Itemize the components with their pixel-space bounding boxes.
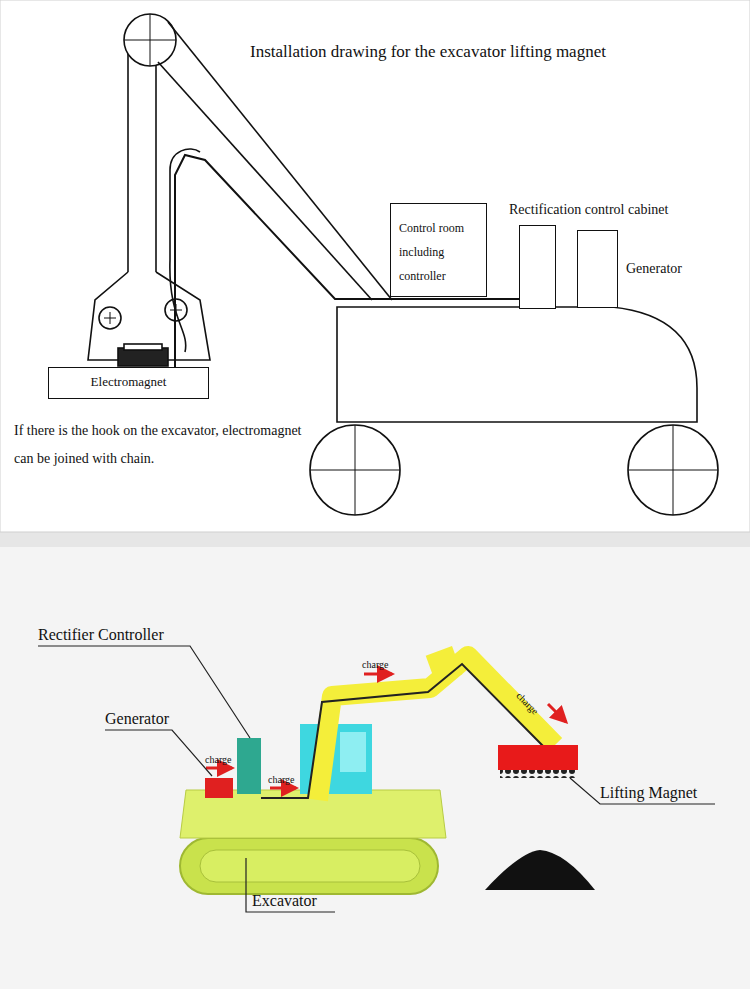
bottom-panel bbox=[0, 547, 750, 989]
node-label: Control room including controller bbox=[391, 204, 486, 294]
part-label: Rectifier Controller bbox=[38, 626, 164, 644]
top-panel bbox=[0, 0, 750, 532]
excavator-illustration bbox=[180, 646, 595, 894]
note: If there is the hook on the excavator, e… bbox=[14, 417, 304, 473]
electromagnet-box: Electromagnet bbox=[48, 367, 209, 399]
leader-lines bbox=[38, 646, 715, 912]
diagram-title: Installation drawing for the excavator l… bbox=[250, 42, 606, 62]
crane-drawing bbox=[88, 14, 718, 515]
node-label: Rectification control cabinet bbox=[509, 202, 668, 218]
cable-connector bbox=[175, 155, 519, 367]
flow-label: charge bbox=[205, 754, 231, 765]
node-label: Electromagnet bbox=[49, 368, 208, 396]
part-label: Lifting Magnet bbox=[600, 784, 697, 802]
control-room-box: Control room including controller bbox=[390, 203, 487, 297]
flow-label: charge bbox=[514, 690, 540, 716]
part-label: Excavator bbox=[252, 892, 317, 910]
flow-label: charge bbox=[268, 774, 294, 785]
rectifier-cabinet-box: Rectification control cabinet bbox=[519, 225, 556, 309]
node-label: Generator bbox=[626, 261, 682, 277]
flow-label: charge bbox=[362, 659, 388, 670]
part-label: Generator bbox=[105, 710, 169, 728]
generator-box: Generator bbox=[577, 230, 618, 308]
